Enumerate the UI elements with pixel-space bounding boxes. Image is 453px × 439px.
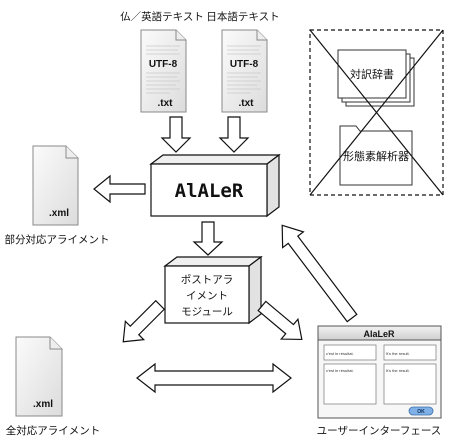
arrow-module-to-full-xml bbox=[122, 299, 166, 343]
partial-alignment-label: 部分対応アライメント bbox=[5, 233, 110, 246]
full-xml-extension: .xml bbox=[33, 399, 53, 410]
post-module-line-3: モジュール bbox=[181, 306, 233, 318]
partial-xml-file-icon: .xml bbox=[32, 145, 79, 226]
user-interface-label: ユーザーインターフェース bbox=[317, 425, 442, 437]
arrow-ja-to-engine bbox=[218, 116, 250, 153]
fr-en-extension: .txt bbox=[158, 98, 174, 109]
ja-encoding: UTF-8 bbox=[230, 59, 259, 70]
ui-window-title: AlaLeR bbox=[363, 329, 395, 339]
post-module-line-2: イメント bbox=[186, 290, 228, 302]
dictionary-label: 対訳辞書 bbox=[350, 67, 394, 81]
arrow-ui-to-engine bbox=[281, 224, 358, 323]
arrow-module-to-ui bbox=[257, 300, 303, 341]
arrow-engine-to-partial-xml bbox=[93, 174, 146, 204]
ui-ok-button[interactable] bbox=[408, 406, 434, 416]
full-xml-file-icon: .xml bbox=[15, 336, 63, 417]
ui-cell-1: c'est le résultat. bbox=[326, 351, 354, 356]
ui-ok-label: OK bbox=[417, 409, 425, 415]
ui-cell-4: It's the result. bbox=[386, 368, 410, 373]
fr-en-encoding: UTF-8 bbox=[149, 59, 178, 70]
ui-cell-2: It's the result. bbox=[386, 351, 410, 356]
ui-cell-3: c'est le résultat. bbox=[326, 368, 354, 373]
full-alignment-label: 全対応アライメント bbox=[6, 424, 101, 437]
partial-xml-extension: .xml bbox=[49, 208, 69, 219]
alaler-engine-box: AlALeR bbox=[149, 153, 281, 218]
double-arrow-xml-ui bbox=[136, 362, 292, 394]
arrow-fr-en-to-engine bbox=[160, 116, 192, 153]
fr-en-text-file-icon: UTF-8 .txt bbox=[140, 29, 187, 113]
cross-line-2 bbox=[309, 29, 444, 196]
morph-analyzer-icon: 形態素解析器 bbox=[339, 125, 413, 186]
ja-text-label: 日本語テキスト bbox=[206, 10, 279, 23]
fr-en-text-label: 仏／英語テキスト bbox=[120, 10, 204, 23]
excluded-resources-box: 対訳辞書 形態素解析器 bbox=[309, 29, 444, 196]
user-interface-window: AlaLeR c'est le résultat. It's the resul… bbox=[317, 325, 442, 419]
ja-text-file-icon: UTF-8 .txt bbox=[221, 29, 268, 113]
post-alignment-module-box: ポストアラ イメント モジュール bbox=[163, 255, 263, 325]
engine-label: AlALeR bbox=[175, 180, 244, 202]
post-module-line-1: ポストアラ bbox=[181, 274, 234, 286]
morph-analyzer-label: 形態素解析器 bbox=[343, 149, 409, 163]
ja-extension: .txt bbox=[239, 98, 255, 109]
arrow-engine-to-post-module bbox=[192, 221, 224, 256]
